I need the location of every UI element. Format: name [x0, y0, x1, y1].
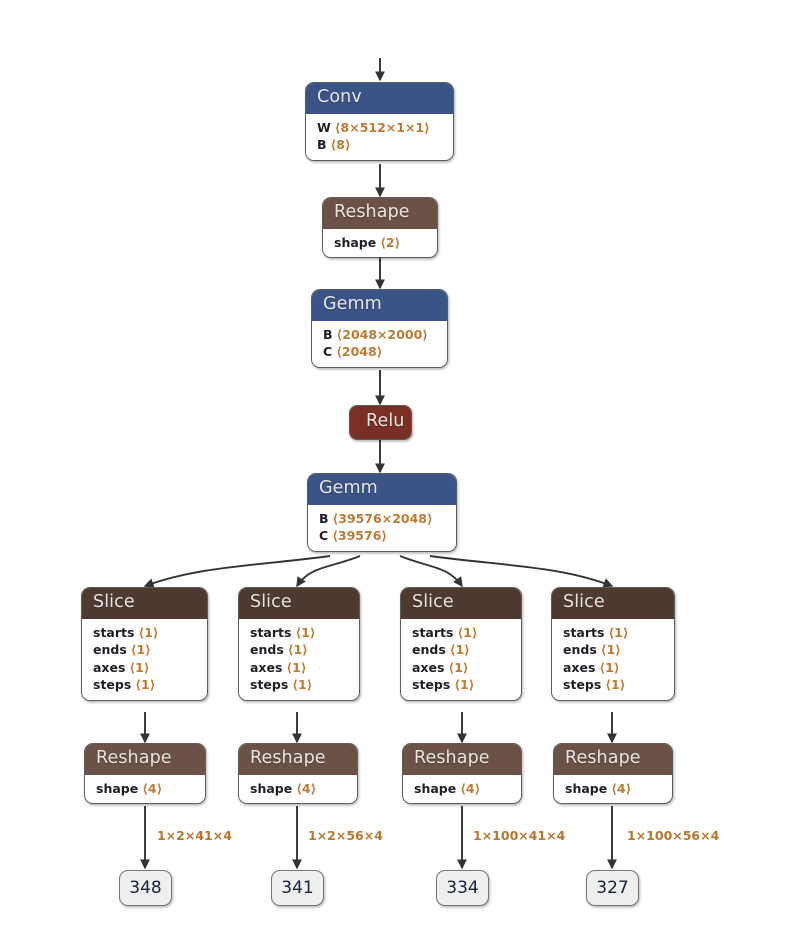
output-node-0[interactable]: 348 [119, 870, 172, 906]
node-slice-3-attr-starts: starts⟨1⟩ [563, 624, 629, 640]
node-slice-2-body: starts⟨1⟩ ends⟨1⟩ axes⟨1⟩ steps⟨1⟩ [401, 618, 521, 700]
node-slice-1-attr-ends: ends⟨1⟩ [250, 642, 308, 658]
node-gemm-2-header: Gemm [308, 474, 456, 505]
output-node-1[interactable]: 341 [271, 870, 324, 906]
node-slice-3-header: Slice [552, 588, 674, 619]
node-reshape-3-body: shape⟨4⟩ [554, 774, 672, 804]
node-reshape-1-body: shape⟨4⟩ [239, 774, 357, 804]
node-slice-1-header: Slice [239, 588, 359, 619]
node-slice-2-attr-steps: steps⟨1⟩ [412, 677, 475, 693]
node-gemm-1[interactable]: Gemm B⟨2048×2000⟩ C⟨2048⟩ [311, 289, 448, 368]
node-slice-1[interactable]: Slice starts⟨1⟩ ends⟨1⟩ axes⟨1⟩ steps⟨1⟩ [238, 587, 360, 701]
node-slice-2-header: Slice [401, 588, 521, 619]
node-slice-2-attr-ends: ends⟨1⟩ [412, 642, 470, 658]
node-reshape-3-attr-shape: shape⟨4⟩ [565, 780, 632, 796]
node-gemm-2[interactable]: Gemm B⟨39576×2048⟩ C⟨39576⟩ [307, 473, 457, 552]
edge-label-1: 1×2×56×4 [308, 828, 383, 843]
edge-gemm2-slice-0 [143, 555, 331, 588]
node-conv-attr-b: B⟨8⟩ [317, 137, 351, 153]
output-node-3[interactable]: 327 [586, 870, 639, 906]
edge-label-2: 1×100×41×4 [473, 828, 566, 843]
node-reshape-0-attr-shape: shape⟨4⟩ [96, 780, 163, 796]
node-slice-1-attr-starts: starts⟨1⟩ [250, 624, 316, 640]
node-reshape-2[interactable]: Reshape shape⟨4⟩ [402, 743, 522, 805]
node-gemm-1-header: Gemm [312, 290, 447, 321]
node-reshape-2-body: shape⟨4⟩ [403, 774, 521, 804]
node-relu-header: Relu [350, 406, 411, 439]
node-reshape-0[interactable]: Reshape shape⟨4⟩ [84, 743, 206, 805]
node-slice-0-attr-ends: ends⟨1⟩ [93, 642, 151, 658]
node-slice-2-attr-axes: axes⟨1⟩ [412, 659, 469, 675]
node-reshape-0-header: Reshape [85, 744, 205, 775]
node-slice-0-body: starts⟨1⟩ ends⟨1⟩ axes⟨1⟩ steps⟨1⟩ [82, 618, 207, 700]
node-slice-1-attr-steps: steps⟨1⟩ [250, 677, 313, 693]
node-reshape-3-header: Reshape [554, 744, 672, 775]
edge-label-3: 1×100×56×4 [627, 828, 720, 843]
node-conv-body: W⟨8×512×1×1⟩ B⟨8⟩ [306, 113, 453, 160]
node-gemm-1-attr-b: B⟨2048×2000⟩ [323, 326, 429, 342]
node-slice-0-attr-starts: starts⟨1⟩ [93, 624, 159, 640]
node-gemm-1-attr-c: C⟨2048⟩ [323, 344, 383, 360]
node-slice-2[interactable]: Slice starts⟨1⟩ ends⟨1⟩ axes⟨1⟩ steps⟨1⟩ [400, 587, 522, 701]
node-conv[interactable]: Conv W⟨8×512×1×1⟩ B⟨8⟩ [305, 82, 454, 161]
edge-gemm2-slice-1 [296, 555, 361, 588]
node-conv-attr-w: W⟨8×512×1×1⟩ [317, 119, 430, 135]
node-slice-3-attr-steps: steps⟨1⟩ [563, 677, 626, 693]
node-slice-1-body: starts⟨1⟩ ends⟨1⟩ axes⟨1⟩ steps⟨1⟩ [239, 618, 359, 700]
node-slice-3-attr-axes: axes⟨1⟩ [563, 659, 620, 675]
node-slice-0-attr-axes: axes⟨1⟩ [93, 659, 150, 675]
node-slice-1-attr-axes: axes⟨1⟩ [250, 659, 307, 675]
node-reshape-top-header: Reshape [323, 198, 437, 229]
node-reshape-top[interactable]: Reshape shape⟨2⟩ [322, 197, 438, 259]
node-reshape-2-attr-shape: shape⟨4⟩ [414, 780, 481, 796]
node-gemm-2-body: B⟨39576×2048⟩ C⟨39576⟩ [308, 504, 456, 551]
node-reshape-top-body: shape⟨2⟩ [323, 228, 437, 258]
node-slice-3-attr-ends: ends⟨1⟩ [563, 642, 621, 658]
node-reshape-top-attr-shape: shape⟨2⟩ [334, 234, 401, 250]
node-slice-2-attr-starts: starts⟨1⟩ [412, 624, 478, 640]
node-slice-3-body: starts⟨1⟩ ends⟨1⟩ axes⟨1⟩ steps⟨1⟩ [552, 618, 674, 700]
node-reshape-3[interactable]: Reshape shape⟨4⟩ [553, 743, 673, 805]
node-gemm-2-attr-c: C⟨39576⟩ [319, 528, 388, 544]
output-node-2[interactable]: 334 [436, 870, 489, 906]
node-reshape-1-attr-shape: shape⟨4⟩ [250, 780, 317, 796]
node-gemm-1-body: B⟨2048×2000⟩ C⟨2048⟩ [312, 320, 447, 367]
node-slice-0-header: Slice [82, 588, 207, 619]
node-slice-0[interactable]: Slice starts⟨1⟩ ends⟨1⟩ axes⟨1⟩ steps⟨1⟩ [81, 587, 208, 701]
node-slice-3[interactable]: Slice starts⟨1⟩ ends⟨1⟩ axes⟨1⟩ steps⟨1⟩ [551, 587, 675, 701]
node-conv-header: Conv [306, 83, 453, 114]
node-reshape-2-header: Reshape [403, 744, 521, 775]
node-slice-0-attr-steps: steps⟨1⟩ [93, 677, 156, 693]
node-reshape-1[interactable]: Reshape shape⟨4⟩ [238, 743, 358, 805]
edge-gemm2-slice-2 [399, 555, 463, 588]
edge-gemm2-slice-3 [429, 555, 614, 588]
edge-label-0: 1×2×41×4 [157, 828, 232, 843]
node-reshape-1-header: Reshape [239, 744, 357, 775]
node-relu[interactable]: Relu [349, 405, 412, 440]
node-reshape-0-body: shape⟨4⟩ [85, 774, 205, 804]
node-gemm-2-attr-b: B⟨39576×2048⟩ [319, 510, 433, 526]
